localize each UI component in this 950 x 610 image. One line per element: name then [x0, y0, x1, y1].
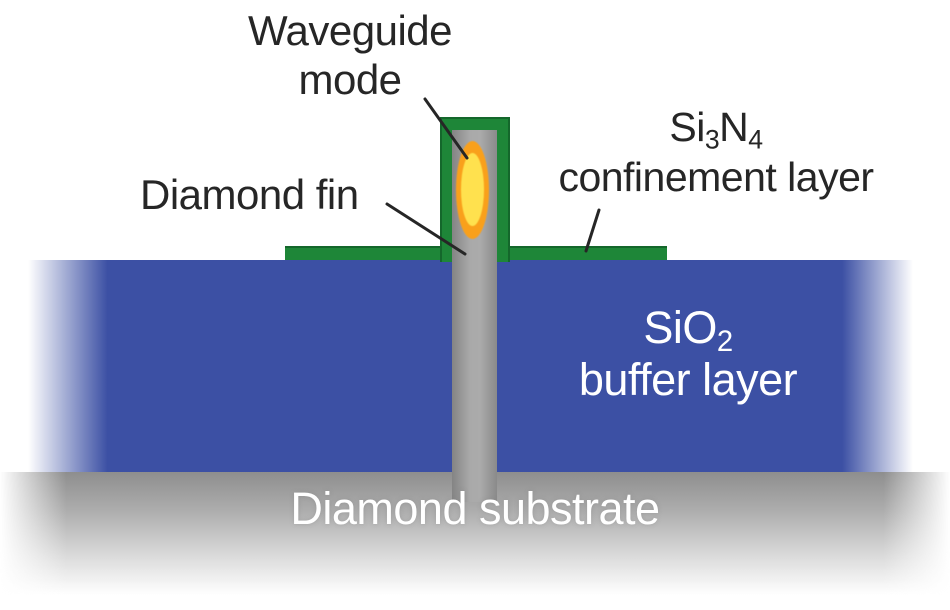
si3n4-sub2: 4	[748, 124, 763, 155]
si3n4-base1: Si	[669, 104, 705, 150]
diamond-substrate-label: Diamond substrate	[290, 483, 660, 534]
waveguide-mode-label-line1: Waveguide	[247, 7, 453, 54]
leader-line-si3n4	[584, 208, 601, 253]
sio2-formula: SiO2	[538, 302, 838, 357]
sio2-sub: 2	[716, 326, 733, 359]
waveguide-mode-label-line2: mode	[298, 56, 402, 103]
waveguide-mode-spot	[456, 141, 489, 239]
si3n4-label: Si3N4 confinement layer	[516, 102, 916, 202]
si3n4-label-line2: confinement layer	[558, 154, 874, 200]
waveguide-mode-core	[461, 153, 484, 226]
si3n4-base2: N	[719, 104, 749, 150]
sio2-base: SiO	[643, 302, 717, 353]
diamond-fin-label: Diamond fin	[140, 171, 359, 218]
waveguide-mode-label: Waveguide mode	[190, 6, 510, 104]
sio2-label-line2: buffer layer	[578, 354, 798, 405]
si3n4-formula: Si3N4	[516, 102, 916, 155]
sio2-buffer-label: SiO2 buffer layer	[538, 302, 838, 406]
si3n4-sub1: 3	[704, 124, 720, 155]
